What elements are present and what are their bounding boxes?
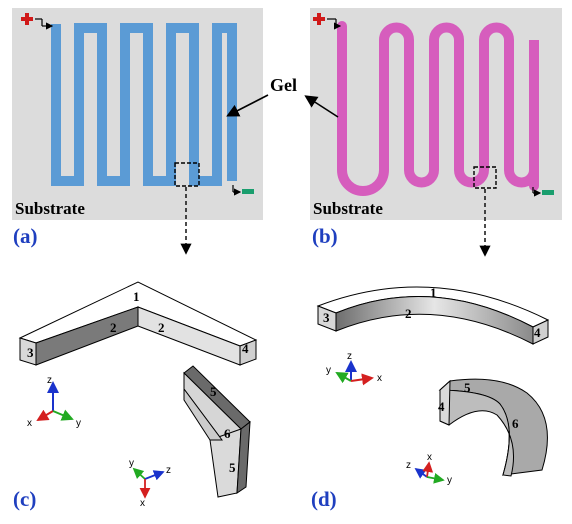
axis-label-x: x: [27, 418, 32, 429]
face-label-5: 5: [229, 460, 236, 475]
panel-d: 1 2 3 4 5 4 6 z y x z x y (d): [311, 285, 550, 511]
square-serpentine: [51, 23, 237, 186]
gel-arrow-right: [304, 95, 339, 118]
face-label-5: 5: [210, 384, 217, 399]
axis-triad-large: z y x: [326, 351, 382, 386]
panel-tag-d: (d): [311, 487, 337, 511]
arc-bar-left-end: [317, 305, 337, 332]
face-label-4: 4: [534, 325, 541, 340]
axis-triad-large: z x y: [27, 375, 81, 429]
substrate-label-b: Substrate: [313, 199, 383, 218]
face-label-1: 1: [133, 289, 140, 304]
curved-piece-inner-face: [439, 389, 514, 477]
axis-triad-small: z x y: [406, 452, 452, 486]
face-label-4: 4: [438, 399, 445, 414]
face-label-3: 3: [323, 310, 330, 325]
gel-label: Gel: [270, 75, 297, 95]
gel-arrow-left: [226, 94, 269, 117]
axis-label-x: x: [140, 498, 145, 509]
round-serpentine: [337, 21, 539, 196]
bent-bar-bend: [183, 387, 223, 441]
axis-label-z: z: [347, 351, 352, 362]
axis-label-y: y: [326, 365, 331, 376]
plus-terminal-icon: [313, 13, 342, 30]
face-label-6: 6: [224, 426, 231, 441]
face-label-2: 2: [405, 306, 412, 321]
axis-label-y: y: [129, 458, 134, 469]
axis-triad-small: y z x: [129, 458, 171, 509]
panel-tag-b: (b): [312, 224, 338, 248]
panel-a: Substrate (a): [12, 8, 263, 255]
axis-label-x: x: [427, 452, 432, 463]
panel-b: Substrate (b): [310, 8, 562, 257]
substrate-a: [12, 8, 263, 220]
face-label-6: 6: [512, 416, 519, 431]
minus-terminal-icon: [232, 185, 254, 196]
face-label-4: 4: [242, 341, 249, 356]
axis-label-x: x: [377, 373, 382, 384]
minus-terminal-icon: [532, 187, 554, 197]
face-label-5: 5: [464, 380, 471, 395]
axis-label-z: z: [47, 375, 52, 386]
face-label-1: 1: [430, 285, 437, 300]
zoom-box-icon: [174, 162, 200, 187]
face-label-2: 2: [158, 320, 165, 335]
panel-tag-a: (a): [13, 224, 38, 248]
bar-left-end-face: [19, 337, 37, 366]
axis-label-y: y: [447, 475, 452, 486]
axis-label-z: z: [166, 465, 171, 476]
arc-bar-right-end: [532, 319, 549, 345]
bent-bar-edge-lower: [236, 420, 251, 494]
axis-label-y: y: [76, 418, 81, 429]
panel-tag-c: (c): [13, 487, 36, 511]
face-label-2: 2: [110, 320, 117, 335]
axis-label-z: z: [406, 460, 411, 471]
plus-terminal-icon: [21, 13, 54, 30]
bar-right-end-face: [239, 339, 257, 366]
substrate-label-a: Substrate: [15, 199, 85, 218]
curved-piece-end-face: [439, 379, 451, 426]
panel-c: 1 2 2 3 4 5 6 5 z x y y z x: [13, 281, 258, 511]
face-label-3: 3: [27, 345, 34, 360]
zoom-box-icon: [473, 166, 497, 189]
